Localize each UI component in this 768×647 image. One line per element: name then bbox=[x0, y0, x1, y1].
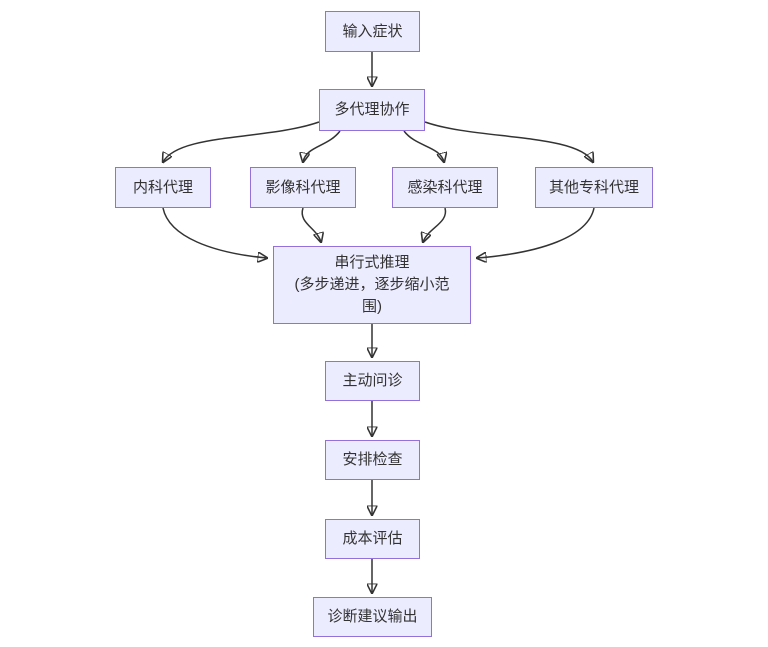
flow-node-label: 感染科代理 bbox=[407, 178, 483, 196]
flow-node-label: 串行式推理 bbox=[334, 254, 410, 272]
flow-node-label: 内科代理 bbox=[132, 178, 193, 196]
edge-infection-to-serial bbox=[423, 207, 447, 242]
flow-node-multi-agent-collab: 多代理协作 bbox=[319, 89, 425, 131]
flow-node-label: 影像科代理 bbox=[265, 178, 341, 196]
flow-node-input-symptoms: 输入症状 bbox=[325, 11, 420, 52]
edge-other-to-serial bbox=[477, 207, 595, 258]
flow-node-infection-agent: 感染科代理 bbox=[392, 167, 498, 208]
flow-node-cost-evaluation: 成本评估 bbox=[325, 519, 420, 559]
flow-node-other-specialty-agent: 其他专科代理 bbox=[535, 167, 653, 208]
flow-node-serial-reasoning: 串行式推理 (多步递进，逐步缩小范围) bbox=[273, 246, 471, 324]
flow-node-label: 主动问诊 bbox=[342, 372, 403, 390]
flow-node-label: 其他专科代理 bbox=[548, 178, 639, 196]
flow-node-label: 多代理协作 bbox=[334, 101, 410, 119]
flow-node-sublabel: (多步递进，逐步缩小范围) bbox=[294, 276, 450, 315]
flow-node-active-inquiry: 主动问诊 bbox=[325, 361, 420, 401]
edge-multiagent-to-internal bbox=[163, 121, 320, 162]
flow-node-imaging-agent: 影像科代理 bbox=[250, 167, 356, 208]
flow-node-arrange-tests: 安排检查 bbox=[325, 440, 420, 480]
edge-imaging-to-serial bbox=[301, 207, 321, 242]
edge-internal-to-serial bbox=[162, 207, 267, 258]
edge-multiagent-to-imaging bbox=[303, 130, 341, 162]
flow-node-internal-medicine-agent: 内科代理 bbox=[115, 167, 211, 208]
flow-node-label: 成本评估 bbox=[342, 530, 403, 548]
flow-node-label: 安排检查 bbox=[342, 451, 403, 469]
edge-multiagent-to-other bbox=[424, 121, 593, 162]
flow-node-label: 输入症状 bbox=[342, 22, 403, 40]
flow-node-diagnosis-output: 诊断建议输出 bbox=[313, 597, 432, 637]
flow-node-label: 诊断建议输出 bbox=[327, 608, 418, 626]
edge-multiagent-to-infection bbox=[403, 130, 444, 162]
